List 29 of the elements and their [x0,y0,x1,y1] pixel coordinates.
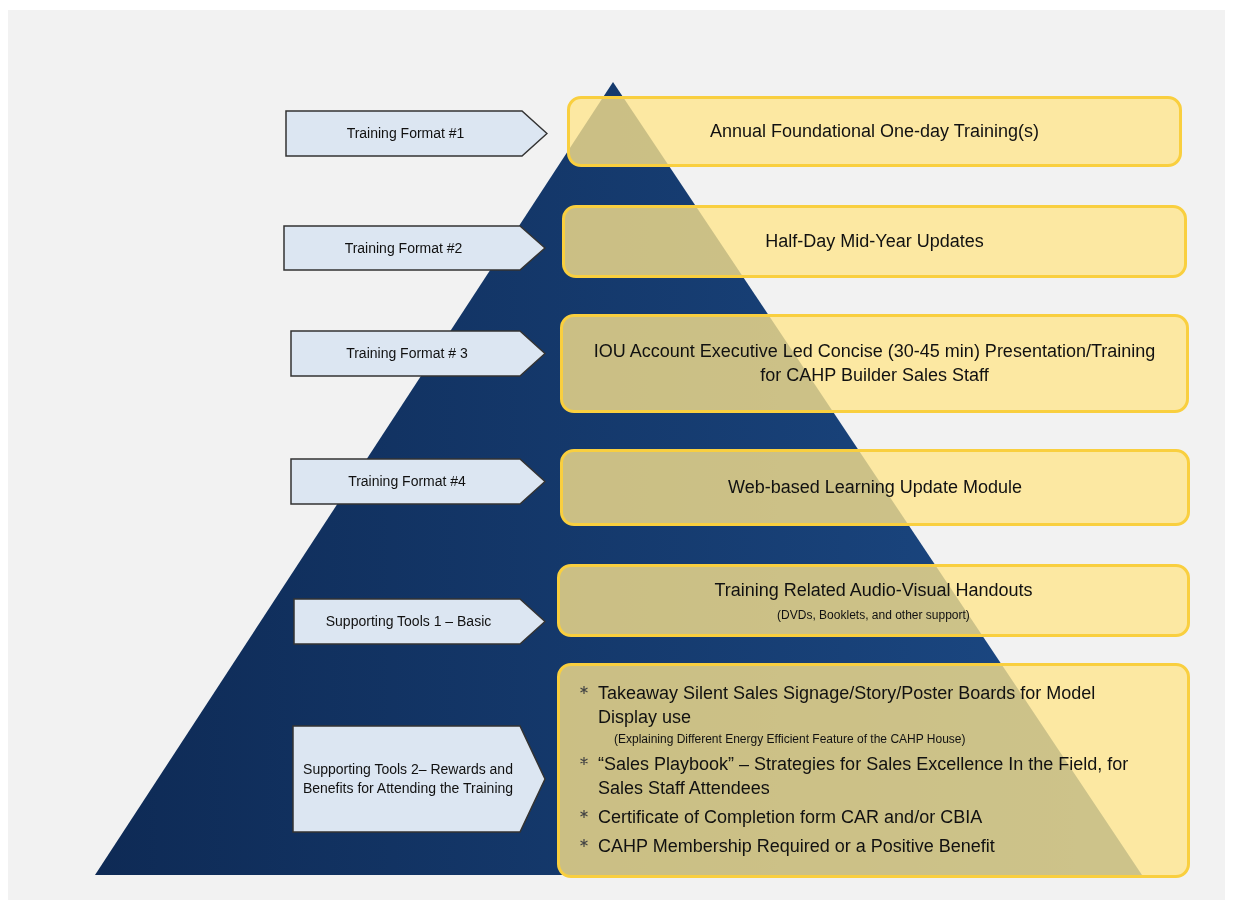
box-text: Training Related Audio-Visual Handouts [714,578,1033,602]
pentagon-arrow-label [285,110,548,157]
bullet-text: CAHP Membership Required or a Positive Benefit [598,835,995,859]
tag-text: Training Format #2 [344,238,463,258]
tag-text: Supporting Tools 1 – Basic [325,612,492,631]
box-text: Annual Foundational One-day Training(s) [709,119,1040,143]
pentagon-arrow-label [290,458,546,505]
pentagon-arrow-label [292,725,546,833]
note-text: (Explaining Different Energy Efficient Feature of the CAHP House) [614,732,967,747]
tag-text: Training Format # 3 [346,344,468,363]
pentagon-arrow-label [283,225,546,271]
content-box [567,96,1182,167]
note-text: (DVDs, Booklets, and other support) [777,608,970,623]
content-box [560,314,1189,413]
bullet-text: Certificate of Completion form CAR and/or CBIA [598,805,983,829]
content-box [557,564,1190,637]
box-text: Web-based Learning Update Module [728,475,1022,499]
box-text: IOU Account Executive Led Concise (30-45 min) Presentation/Training for CAHP Builder Sales Staff [592,340,1157,387]
tag-text: Training Format #4 [348,472,466,491]
bullet-text: Takeaway Silent Sales Signage/Story/Poster Boards for Model Display use [598,682,1097,729]
content-box [557,663,1190,878]
box-text: Half-Day Mid-Year Updates [765,229,984,253]
bullet-text: “Sales Playbook” – Strategies for Sales Excellence In the Field, for Sales Staff Attendees [598,753,1130,800]
content-box [562,205,1187,278]
content-box [560,449,1190,526]
tag-text: Training Format #1 [346,124,465,143]
tag-text: Supporting Tools 2– Rewards and Benefits for Attending the Training [301,760,515,798]
pentagon-arrow-label [290,330,546,377]
pentagon-arrow-label [293,598,546,645]
